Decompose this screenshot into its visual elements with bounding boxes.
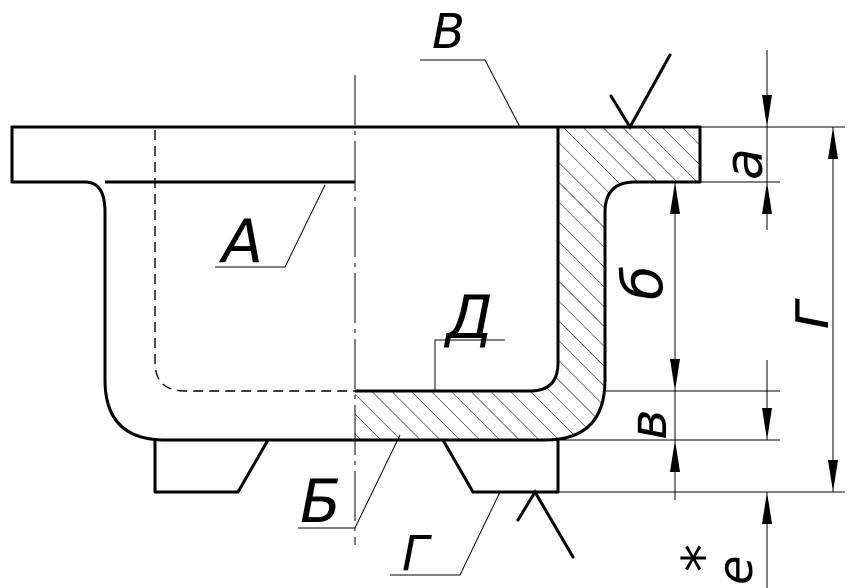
- label-g: Г: [402, 526, 432, 582]
- label-d: Д: [443, 283, 493, 353]
- dim-label-b: б: [611, 265, 676, 300]
- arrowheads: [670, 95, 838, 524]
- surface-marks: [516, 53, 672, 559]
- hidden-line: [154, 130, 355, 392]
- dim-label-e: е: [708, 555, 764, 585]
- dim-label-asterisk: *: [671, 544, 736, 572]
- dim-label-a: а: [715, 148, 775, 180]
- dim-label-v: в: [619, 409, 679, 440]
- part-outline: [10, 125, 702, 494]
- hatched-section: [355, 127, 700, 440]
- label-a: А: [218, 207, 263, 277]
- label-b-cyr: Б: [300, 467, 341, 537]
- leader-lines: [215, 59, 521, 576]
- dim-label-g: г: [773, 298, 843, 330]
- label-v: В: [432, 4, 465, 60]
